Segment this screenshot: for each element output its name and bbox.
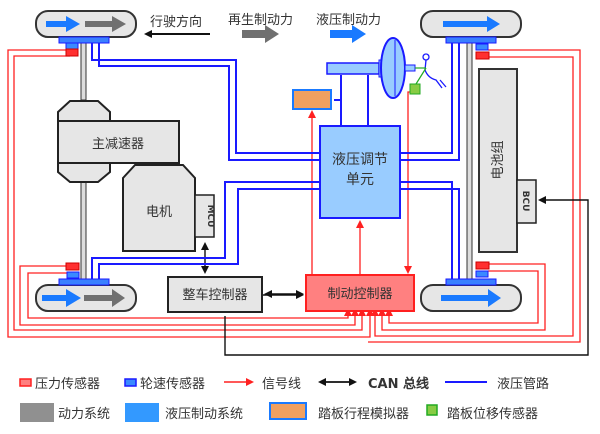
- bcu-label: BCU: [520, 191, 530, 212]
- signal-line-fl-1: [7, 49, 374, 338]
- pipe-fr-2: [400, 42, 460, 161]
- label-hydraulic-force: 液压制动力: [316, 13, 381, 28]
- legend-swatch-pedal-displacement-sensor: [426, 404, 438, 416]
- legend-label-hydraulic-pipe: 液压管路: [497, 376, 549, 392]
- rear-left-shaft: [80, 181, 87, 287]
- final-drive: 主减速器: [57, 100, 180, 183]
- legend-swatch-pressure-sensor: [19, 378, 32, 387]
- wheel-speed-sensor-rr: [475, 270, 489, 278]
- final-drive-label: 主减速器: [92, 137, 144, 152]
- legend-swatch-hydraulic-brake-system: [125, 403, 159, 422]
- brake-controller-label: 制动控制器: [327, 287, 392, 302]
- front-left-shaft: [80, 39, 87, 101]
- brake-arrow-rr: [441, 289, 501, 307]
- hydraulic-force-arrow: [330, 25, 366, 43]
- vehicle-controller: 整车控制器: [167, 276, 263, 313]
- wheel-speed-sensor-fr: [475, 43, 489, 51]
- legend-swatch-pedal-stroke-simulator: [269, 402, 307, 420]
- legend-swatch-power-system: [20, 403, 54, 422]
- wheel-speed-sensor-fl: [65, 42, 79, 50]
- battery-label: 电池组: [491, 140, 506, 179]
- brake-booster: [326, 37, 447, 99]
- pressure-sensor-fl: [65, 48, 79, 57]
- mcu-box: [194, 194, 215, 238]
- legend-label-signal-line: 信号线: [262, 377, 301, 392]
- can-bus-loop: [224, 196, 589, 356]
- brake-arrow-fl: [46, 16, 80, 32]
- signal-line-rr-1: [378, 263, 546, 331]
- battery-pack: 电池组 BCU: [478, 68, 537, 253]
- vacuum-booster: [380, 37, 406, 99]
- brake-arrow-fr: [443, 16, 500, 32]
- brake-pedal-icon: [422, 53, 447, 89]
- legend: 压力传感器 轮速传感器 信号线 CAN 总线 液压管路 动力系统 液压制动系统 …: [19, 376, 549, 422]
- hydraulic-control-unit: 液压调节 单元: [319, 125, 401, 219]
- legend-swatch-wheel-speed-sensor: [124, 378, 137, 387]
- label-driving-direction: 行驶方向: [150, 14, 202, 30]
- signal-line-rr-2: [385, 270, 539, 324]
- motor: 电机 MCU: [122, 164, 215, 252]
- signal-lines: [7, 49, 581, 343]
- legend-label-power-system: 动力系统: [58, 407, 110, 422]
- signal-line-fl-2: [13, 55, 366, 331]
- power-arrow-rl: [84, 289, 125, 307]
- wheel-speed-sensor-rl: [66, 271, 80, 279]
- motor-label: 电机: [146, 205, 172, 220]
- label-regen-force: 再生制动力: [228, 13, 293, 28]
- legend-label-hydraulic-brake-system: 液压制动系统: [165, 407, 243, 422]
- mcu-label: MCU: [205, 205, 215, 228]
- pipe-rl-1: [91, 181, 320, 285]
- top-labels: 行驶方向 再生制动力 液压制动力: [144, 13, 381, 43]
- signal-line-fr-2: [371, 56, 574, 337]
- pressure-sensor-rr: [475, 261, 490, 270]
- hydraulic-pipes: [91, 42, 460, 285]
- wheel-rear-right: [420, 261, 522, 312]
- pipe-rr-1: [400, 181, 453, 285]
- pressure-sensor-fr: [475, 51, 490, 60]
- power-arrow-fl: [85, 16, 126, 32]
- signal-line-rl-2: [27, 272, 352, 319]
- wheel-front-right: [420, 10, 522, 60]
- signal-line-rl-1: [19, 265, 359, 326]
- legend-label-pedal-stroke-simulator: 踏板行程模拟器: [318, 407, 409, 422]
- pipe-fr-1: [400, 42, 453, 154]
- hcu-label-line2: 单元: [346, 172, 374, 188]
- vehicle-controller-label: 整车控制器: [182, 287, 247, 303]
- pedal-displacement-sensor: [409, 83, 421, 95]
- hcu-label-line1: 液压调节: [332, 152, 388, 168]
- master-cylinder: [326, 62, 380, 75]
- pipe-fl-2: [98, 42, 320, 161]
- pipe-rr-2: [400, 188, 460, 285]
- regen-force-arrow: [242, 25, 279, 43]
- signal-line-fr-1: [368, 49, 581, 343]
- brake-arrow-rl: [42, 289, 81, 307]
- pipe-fl-1: [91, 42, 320, 154]
- right-shaft: [466, 39, 473, 287]
- legend-label-pedal-displacement-sensor: 踏板位移传感器: [447, 406, 538, 422]
- bcu-box: [516, 179, 537, 224]
- brake-controller: 制动控制器: [305, 274, 415, 312]
- pedal-stroke-simulator: [292, 89, 332, 110]
- wheel-rear-left: [35, 262, 137, 312]
- pipe-rl-2: [98, 188, 320, 285]
- legend-label-pressure-sensor: 压力传感器: [35, 376, 100, 392]
- pressure-sensor-rl: [65, 262, 80, 271]
- wheel-front-left: [35, 10, 137, 57]
- legend-label-wheel-speed-sensor: 轮速传感器: [140, 376, 205, 392]
- legend-label-can-bus: CAN 总线: [368, 376, 429, 392]
